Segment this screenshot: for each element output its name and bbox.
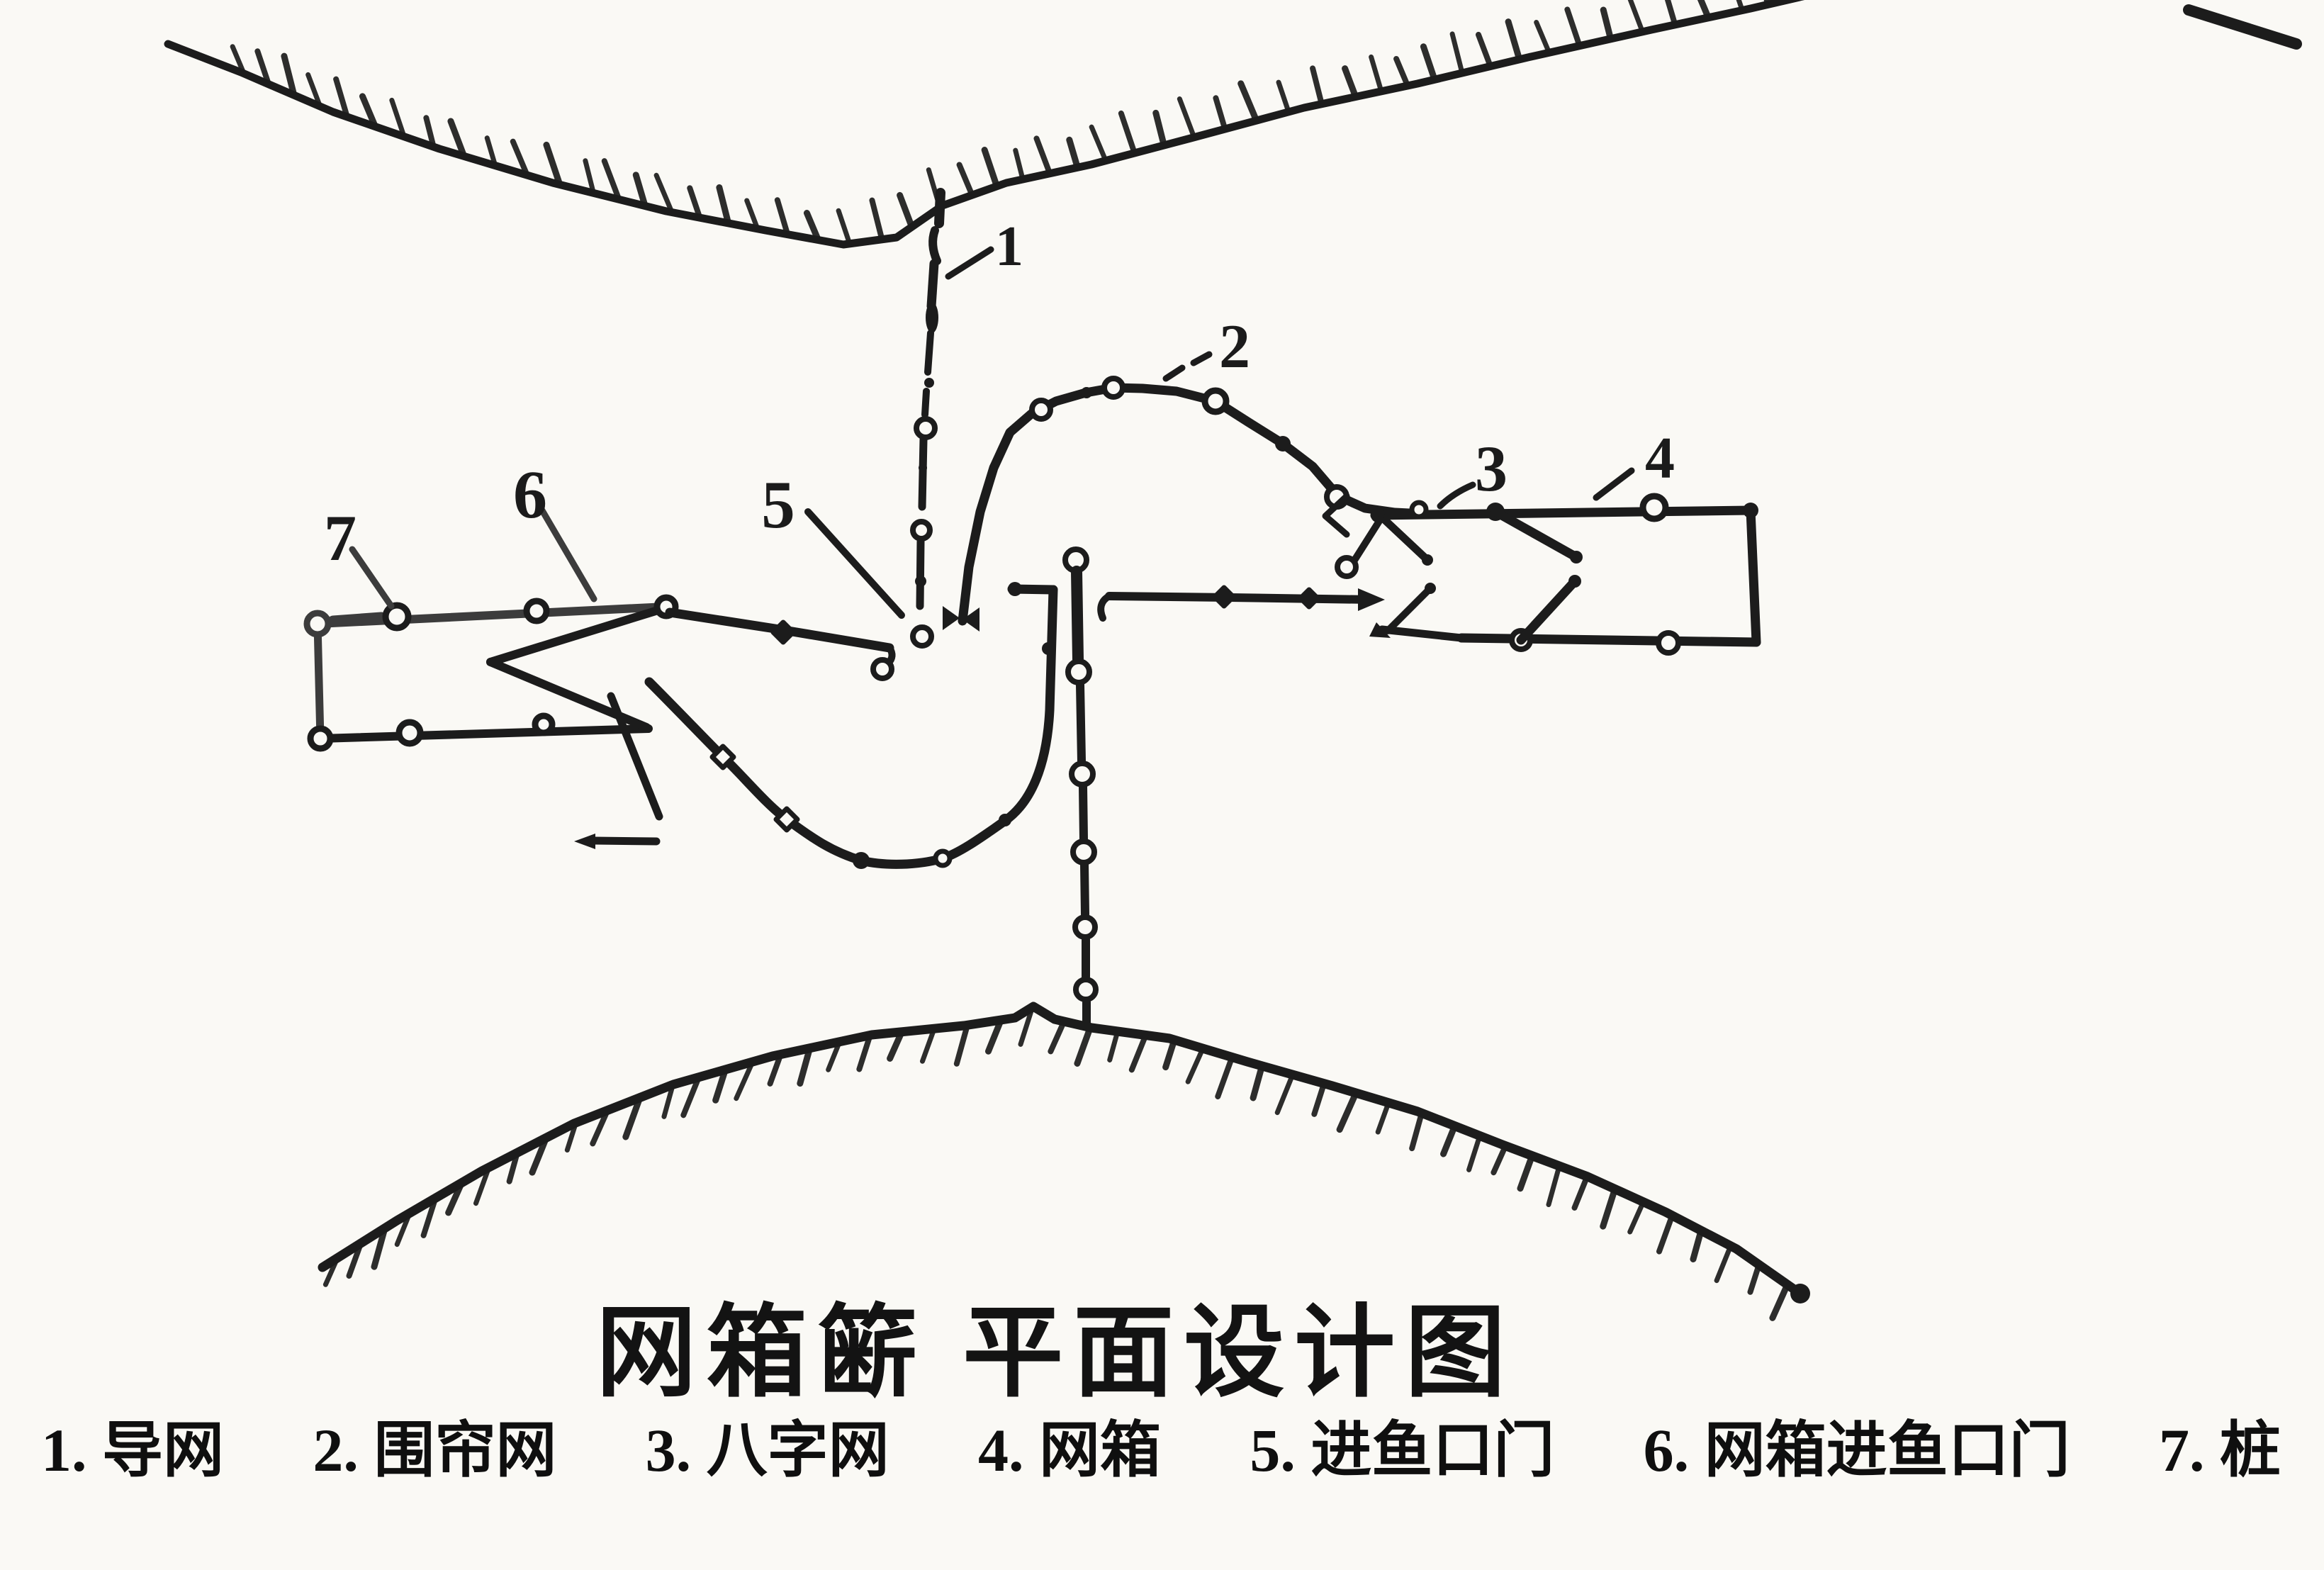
right-net-cage-4 (1369, 493, 1761, 656)
top-right-shore-mark (2183, 4, 2302, 50)
legend-item-curtain-net: 2. 围帘网 (313, 1416, 557, 1484)
legend-item-cage-fish-entrance: 6. 网箱进鱼口门 (1643, 1416, 2070, 1484)
curtain-net-lower (574, 582, 1058, 869)
legend-item-fish-entrance: 5. 进鱼口门 (1250, 1416, 1555, 1484)
label-4-net-cage: 4 (1645, 425, 1675, 491)
label-6-cage-fish-entrance: 6 (513, 456, 547, 532)
bottom-shoreline (318, 1002, 1810, 1321)
left-connector-line (665, 607, 896, 681)
center-stake-line (1062, 546, 1099, 1031)
legend-line: 1. 导网 2. 围帘网 3. 八字网 4. 网箱 5. 进鱼口门 6. 网箱进… (41, 1400, 2281, 1488)
legend-item-net-cage: 4. 网箱 (977, 1416, 1161, 1484)
eight-shape-net-3 (1335, 507, 1583, 645)
left-net-cage (303, 594, 679, 752)
center-connector-line (1097, 493, 1385, 622)
legend-item-eight-shape-net: 3. 八字网 (645, 1416, 889, 1484)
label-7-stake: 7 (324, 502, 357, 574)
label-5-fish-entrance: 5 (761, 467, 795, 542)
label-2-curtain-net: 2 (1219, 313, 1250, 381)
label-leader-lines (349, 246, 1635, 619)
diagram-title: 网箱簖 平面设计图 (595, 1297, 1516, 1409)
legend-item-stake: 7. 桩 (2158, 1416, 2281, 1484)
guide-net-1 (910, 188, 945, 649)
top-shoreline (164, 0, 1805, 249)
label-3-eight-shape-net: 3 (1475, 432, 1508, 505)
legend-item-guide-net: 1. 导网 (41, 1416, 224, 1484)
label-1-guide-net: 1 (995, 215, 1023, 278)
